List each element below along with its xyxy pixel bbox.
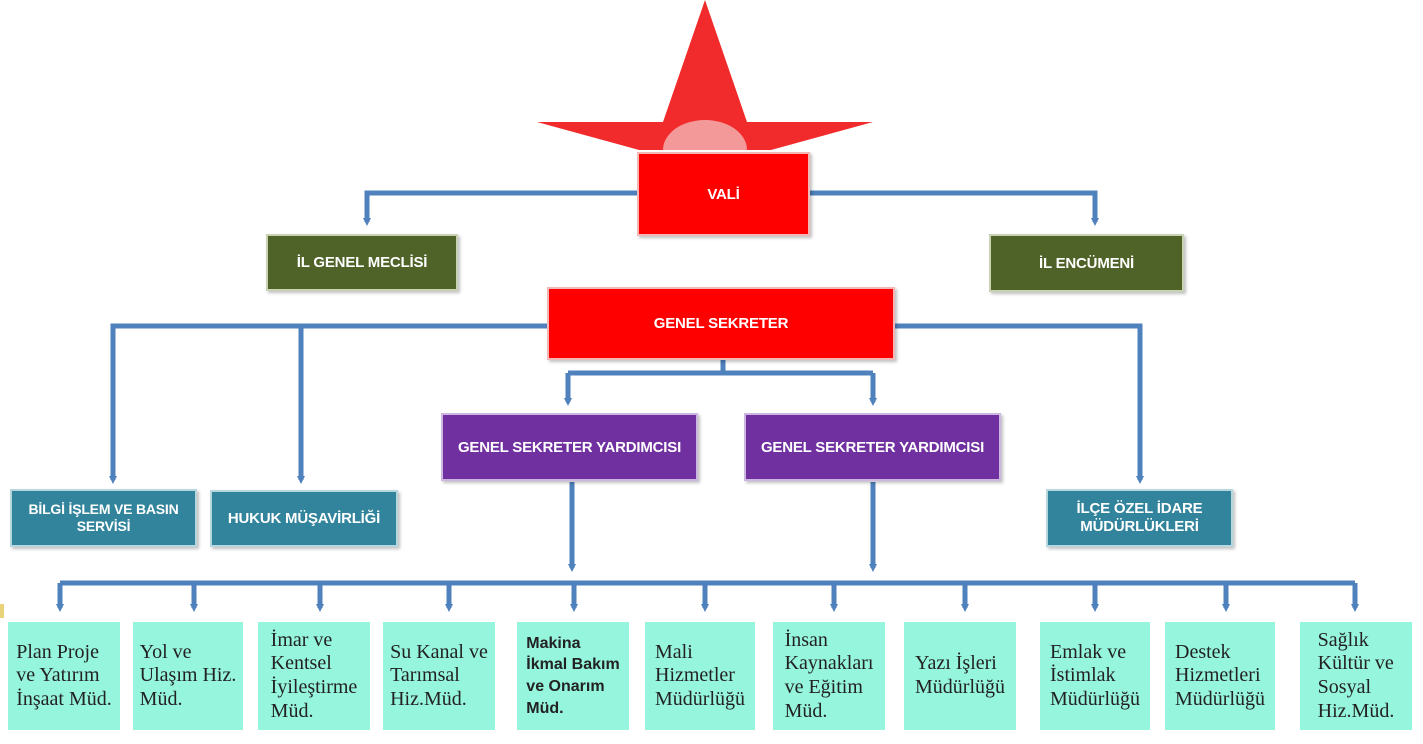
department-box: Destek Hizmetleri Müdürlüğü (1165, 622, 1275, 730)
department-label: Su Kanal ve Tarımsal Hiz.Müd. (390, 640, 488, 710)
ilce-ozel-idare-box: İLÇE ÖZEL İDARE MÜDÜRLÜKLERİ (1046, 489, 1233, 547)
department-box: Mali Hizmetler Müdürlüğü (645, 622, 755, 730)
department-box: Yazı İşleri Müdürlüğü (904, 622, 1016, 730)
il-genel-meclisi-label: İL GENEL MECLİSİ (296, 254, 428, 271)
star-emblem-icon (537, 0, 873, 150)
vali-box: VALİ (637, 152, 810, 236)
hukuk-musavirligi-box: HUKUK MÜŞAVİRLİĞİ (210, 490, 398, 547)
vali-label: VALİ (707, 185, 740, 203)
department-box: Makina İkmal Bakım ve Onarım Müd. (517, 622, 629, 730)
edge-marker (0, 604, 4, 618)
department-label: Yazı İşleri Müdürlüğü (915, 652, 1005, 698)
genel-sekreter-yardimcisi-2-label: GENEL SEKRETER YARDIMCISI (760, 438, 985, 456)
bilgi-islem-box: BİLGİ İŞLEM VE BASIN SERVİSİ (10, 489, 197, 547)
department-label: İmar ve Kentsel İyileştirme Müd. (270, 628, 358, 722)
ilce-ozel-idare-label: İLÇE ÖZEL İDARE MÜDÜRLÜKLERİ (1076, 500, 1203, 535)
genel-sekreter-box: GENEL SEKRETER (547, 287, 895, 360)
department-label: Makina İkmal Bakım ve Onarım Müd. (526, 634, 620, 717)
il-encumeni-label: İL ENCÜMENİ (1038, 254, 1135, 272)
department-box: Yol ve Ulaşım Hiz. Müd. (133, 622, 243, 730)
department-label: Plan Proje ve Yatırım İnşaat Müd. (16, 640, 112, 710)
il-genel-meclisi-box: İL GENEL MECLİSİ (266, 234, 458, 291)
genel-sekreter-yardimcisi-1-box: GENEL SEKRETER YARDIMCISI (441, 413, 698, 481)
department-label: Sağlık Kültür ve Sosyal Hiz.Müd. (1317, 628, 1395, 722)
genel-sekreter-yardimcisi-1-label: GENEL SEKRETER YARDIMCISI (457, 438, 682, 456)
department-label: Mali Hizmetler Müdürlüğü (655, 640, 745, 710)
department-box: Plan Proje ve Yatırım İnşaat Müd. (8, 622, 120, 730)
department-label: Yol ve Ulaşım Hiz. Müd. (139, 640, 237, 710)
hukuk-musavirligi-label: HUKUK MÜŞAVİRLİĞİ (227, 510, 381, 527)
department-box: İnsan Kaynakları ve Eğitim Müd. (773, 622, 885, 730)
genel-sekreter-label: GENEL SEKRETER (653, 315, 789, 332)
il-encumeni-box: İL ENCÜMENİ (989, 234, 1184, 292)
department-box: Su Kanal ve Tarımsal Hiz.Müd. (383, 622, 495, 730)
department-label: Destek Hizmetleri Müdürlüğü (1175, 640, 1265, 710)
department-label: Emlak ve İstimlak Müdürlüğü (1050, 640, 1140, 710)
department-box: Sağlık Kültür ve Sosyal Hiz.Müd. (1300, 622, 1412, 730)
department-box: İmar ve Kentsel İyileştirme Müd. (258, 622, 370, 730)
department-label: İnsan Kaynakları ve Eğitim Müd. (784, 628, 874, 722)
department-box: Emlak ve İstimlak Müdürlüğü (1040, 622, 1150, 730)
bilgi-islem-label: BİLGİ İŞLEM VE BASIN SERVİSİ (28, 501, 179, 534)
genel-sekreter-yardimcisi-2-box: GENEL SEKRETER YARDIMCISI (744, 413, 1001, 481)
